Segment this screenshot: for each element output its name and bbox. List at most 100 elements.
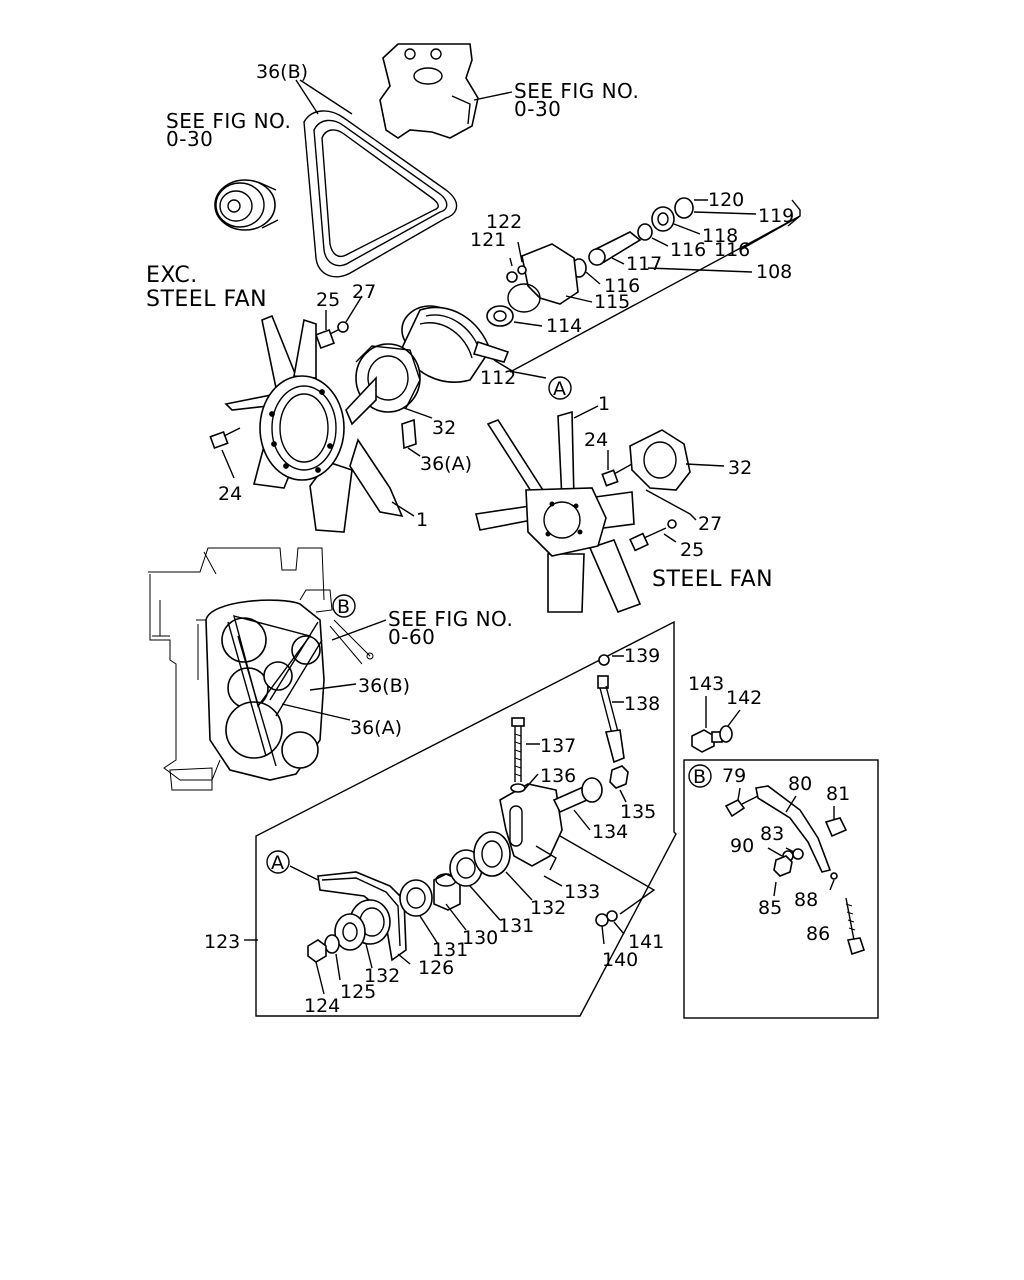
label-85: 85 [758, 897, 782, 919]
bearing-131a [399, 879, 433, 917]
label-112: 112 [480, 367, 516, 389]
label-114: 114 [546, 315, 582, 337]
label-36a-low: 36(A) [350, 717, 402, 739]
label-132a: 132 [530, 897, 566, 919]
label-131b: 131 [498, 915, 534, 937]
label-80: 80 [788, 773, 812, 795]
svg-text:B: B [693, 766, 706, 788]
leader-25b-27b [645, 489, 697, 543]
label-119: 119 [758, 205, 794, 227]
svg-text:B: B [337, 596, 350, 618]
ref-fig060: SEE FIG NO.0-60 [388, 607, 513, 649]
leader-36a-low [281, 703, 351, 721]
leader-1b [573, 405, 599, 419]
label-88: 88 [794, 889, 818, 911]
label-141: 141 [628, 931, 664, 953]
svg-text:A: A [553, 378, 566, 400]
detail-b-box [683, 759, 879, 1019]
label-83: 83 [760, 823, 784, 845]
label-1b: 1 [598, 393, 610, 415]
washer-125 [324, 934, 340, 954]
nut-124 [307, 939, 327, 963]
bracket-108 [509, 199, 801, 373]
leaders-143-142 [705, 696, 741, 728]
label-131a: 131 [432, 939, 468, 961]
leader-24a [221, 449, 235, 479]
heading-steel-fan: STEEL FAN [652, 567, 773, 592]
label-123: 123 [204, 931, 240, 953]
leaders-shaft [509, 199, 757, 327]
leader-1a [391, 501, 415, 517]
water-pump-housing [379, 43, 479, 139]
tensioner-bracket-133 [499, 783, 563, 871]
label-117: 117 [626, 253, 662, 275]
heading-exc-steel-fan: EXC.STEEL FAN [146, 263, 267, 312]
label-116-mid: 116 [604, 275, 640, 297]
label-134: 134 [592, 821, 628, 843]
bolt-25-washer-27-steel [629, 519, 677, 552]
leaders-detail-b [737, 787, 835, 897]
leaders-tensioner [289, 655, 627, 995]
label-118: 118 [702, 225, 738, 247]
bolt-24 [209, 427, 241, 450]
label-135: 135 [620, 801, 656, 823]
label-79: 79 [722, 765, 746, 787]
label-25a: 25 [316, 289, 340, 311]
ref-fig030-pulley: SEE FIG NO.0-30 [166, 109, 291, 151]
label-126: 126 [418, 957, 454, 979]
label-142: 142 [726, 687, 762, 709]
leader-36b-low [309, 683, 357, 691]
svg-text:A: A [271, 852, 284, 874]
label-81: 81 [826, 783, 850, 805]
leader-fig030-b [473, 91, 513, 101]
adjust-bolt-138 [597, 675, 625, 764]
ref-fig030-pump: SEE FIG NO.0-30 [514, 79, 639, 121]
label-143: 143 [688, 673, 724, 695]
detail-a-frame [255, 620, 677, 1017]
label-116a: 116 [670, 239, 706, 261]
label-27b: 27 [698, 513, 722, 535]
label-125: 125 [340, 981, 376, 1003]
crank-pulley [214, 179, 279, 231]
v-belt-36b [303, 110, 458, 278]
label-25b: 25 [680, 539, 704, 561]
label-136: 136 [540, 765, 576, 787]
label-32a: 32 [432, 417, 456, 439]
leader-25a-27a [325, 295, 363, 330]
label-115: 115 [594, 291, 630, 313]
label-132b: 132 [364, 965, 400, 987]
leader-32b [685, 463, 725, 467]
label-24b: 24 [584, 429, 608, 451]
fan-shaft-parts [486, 197, 694, 327]
idler-plate [334, 913, 366, 951]
label-133: 133 [564, 881, 600, 903]
label-116b: 116 [714, 239, 750, 261]
detail-b-parts [724, 785, 866, 956]
leader-36b-top [295, 79, 353, 115]
label-86: 86 [806, 923, 830, 945]
label-27a: 27 [352, 281, 376, 303]
nut-139 [598, 654, 610, 666]
nut-135 [609, 765, 629, 789]
label-36b-low: 36(B) [358, 675, 410, 697]
bolt-137 [511, 717, 525, 782]
label-121: 121 [470, 229, 506, 251]
bolt-25-washer-27 [315, 321, 349, 349]
marker-a-detail: A [266, 850, 290, 874]
washer-nut-140-141 [595, 910, 618, 927]
washer-132a [473, 831, 511, 877]
label-122: 122 [486, 211, 522, 233]
label-139: 139 [624, 645, 660, 667]
leader-32a [403, 407, 433, 419]
leader-fig060 [331, 619, 387, 641]
label-138: 138 [624, 693, 660, 715]
label-120: 120 [708, 189, 744, 211]
label-32b: 32 [728, 457, 752, 479]
label-1a: 1 [416, 509, 428, 531]
label-36a-mid: 36(A) [420, 453, 472, 475]
shaft-134 [552, 777, 603, 814]
cooling-fan-plastic [224, 314, 404, 533]
leader-133 [559, 835, 656, 915]
belt-36a-segment [401, 418, 417, 450]
